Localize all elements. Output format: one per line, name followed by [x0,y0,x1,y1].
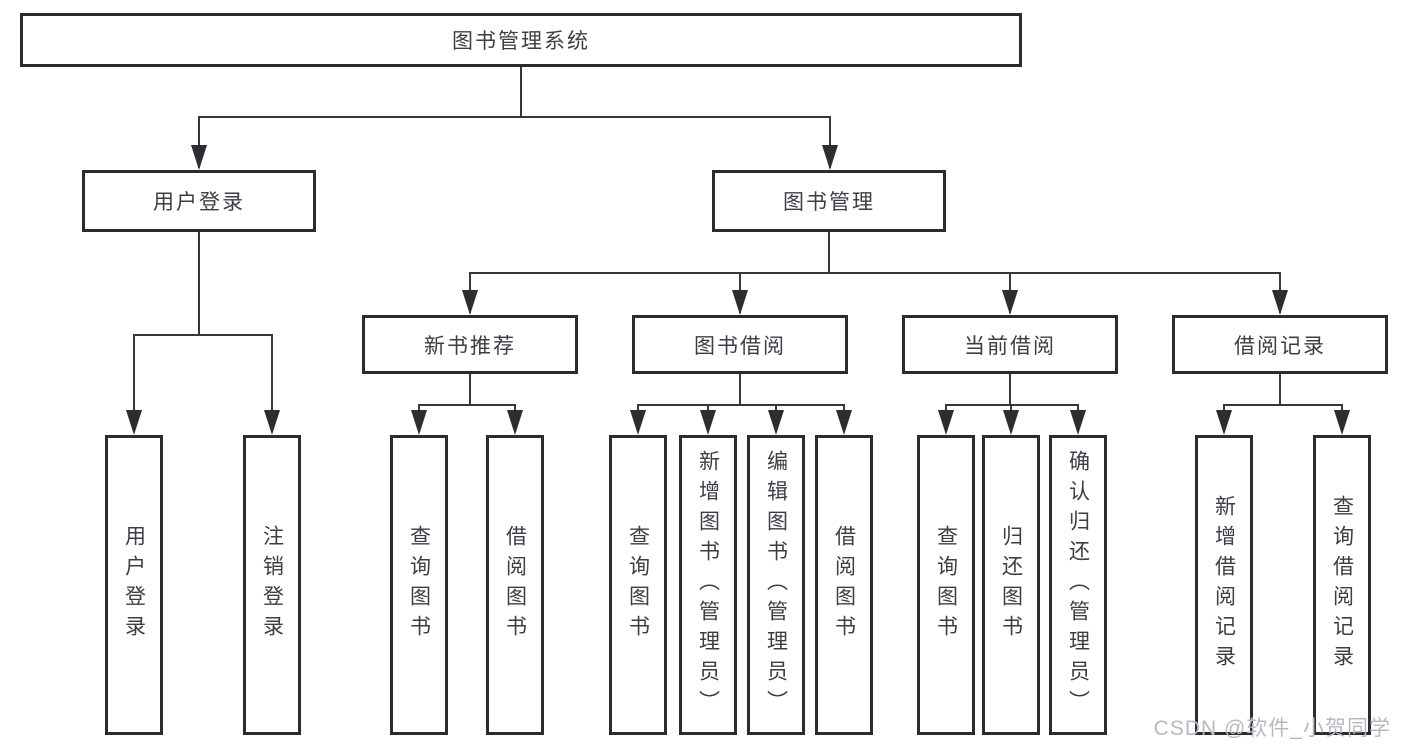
leaf-recommend-borrow-book: 借阅图书 [486,435,544,735]
node-book-borrow: 图书借阅 [632,315,848,374]
connector-line [469,272,1281,274]
node-user-login-label: 用户登录 [153,191,245,214]
arrow-down-icon [732,290,748,315]
leaf-recommend-query-book: 查询图书 [390,435,448,735]
node-new-book-recommend: 新书推荐 [362,315,578,374]
connector-line [1279,374,1281,406]
leaf-confirm-return-admin-label: 确认归还（管理员） [1066,450,1090,720]
connector-line [418,404,516,406]
leaf-query-borrow-record: 查询借阅记录 [1313,435,1371,735]
leaf-current-query-book: 查询图书 [917,435,975,735]
node-new-book-recommend-label: 新书推荐 [424,334,516,358]
node-user-login: 用户登录 [82,170,316,232]
arrow-down-icon [836,410,852,435]
connector-line [829,116,831,168]
leaf-query-borrow-record-label: 查询借阅记录 [1330,495,1354,675]
connector-line [739,374,741,406]
connector-line [198,232,200,336]
connector-line [271,334,273,431]
node-book-management: 图书管理 [712,170,946,232]
leaf-recommend-borrow-book-label: 借阅图书 [503,525,527,645]
leaf-return-book-label: 归还图书 [999,525,1023,645]
leaf-borrow-query-book-label: 查询图书 [626,525,650,645]
leaf-borrow-book: 借阅图书 [815,435,873,735]
connector-line [198,116,200,168]
arrow-down-icon [938,410,954,435]
leaf-borrow-query-book: 查询图书 [609,435,667,735]
leaf-current-query-book-label: 查询图书 [934,525,958,645]
leaf-add-borrow-record: 新增借阅记录 [1195,435,1253,735]
node-root-label: 图书管理系统 [452,30,590,53]
connector-line [945,404,1079,406]
connector-line [1223,404,1343,406]
node-borrow-record-label: 借阅记录 [1234,334,1326,358]
connector-line [637,404,845,406]
leaf-confirm-return-admin: 确认归还（管理员） [1049,435,1107,735]
arrow-down-icon [1216,410,1232,435]
leaf-add-borrow-record-label: 新增借阅记录 [1212,495,1236,675]
leaf-add-book-admin: 新增图书（管理员） [679,435,737,735]
leaf-logout-label: 注销登录 [260,525,284,645]
arrow-down-icon [1003,410,1019,435]
connector-line [133,334,273,336]
leaf-user-login: 用户登录 [105,435,163,735]
arrow-down-icon [630,410,646,435]
arrow-down-icon [411,410,427,435]
leaf-recommend-query-book-label: 查询图书 [407,525,431,645]
arrow-down-icon [768,410,784,435]
arrow-down-icon [507,410,523,435]
arrow-down-icon [1002,290,1018,315]
connector-line [520,67,522,117]
arrow-down-icon [700,410,716,435]
arrow-down-icon [822,145,838,170]
node-book-management-label: 图书管理 [783,191,875,214]
arrow-down-icon [1070,410,1086,435]
connector-line [198,116,831,118]
leaf-borrow-book-label: 借阅图书 [832,525,856,645]
node-borrow-record: 借阅记录 [1172,315,1388,374]
leaf-edit-book-admin-label: 编辑图书（管理员） [764,450,788,720]
watermark-text: CSDN @软件_小贺同学 [1153,717,1391,740]
connector-line [828,232,830,274]
node-current-borrow: 当前借阅 [902,315,1118,374]
arrow-down-icon [191,145,207,170]
leaf-logout: 注销登录 [243,435,301,735]
node-book-borrow-label: 图书借阅 [694,334,786,358]
leaf-return-book: 归还图书 [982,435,1040,735]
arrow-down-icon [1272,290,1288,315]
leaf-add-book-admin-label: 新增图书（管理员） [696,450,720,720]
arrow-down-icon [462,290,478,315]
arrow-down-icon [126,410,142,435]
leaf-edit-book-admin: 编辑图书（管理员） [747,435,805,735]
arrow-down-icon [264,410,280,435]
leaf-user-login-label: 用户登录 [122,525,146,645]
arrow-down-icon [1334,410,1350,435]
connector-line [133,334,135,431]
node-current-borrow-label: 当前借阅 [964,334,1056,358]
node-root: 图书管理系统 [20,13,1022,67]
connector-line [469,374,471,406]
connector-line [1009,374,1011,406]
